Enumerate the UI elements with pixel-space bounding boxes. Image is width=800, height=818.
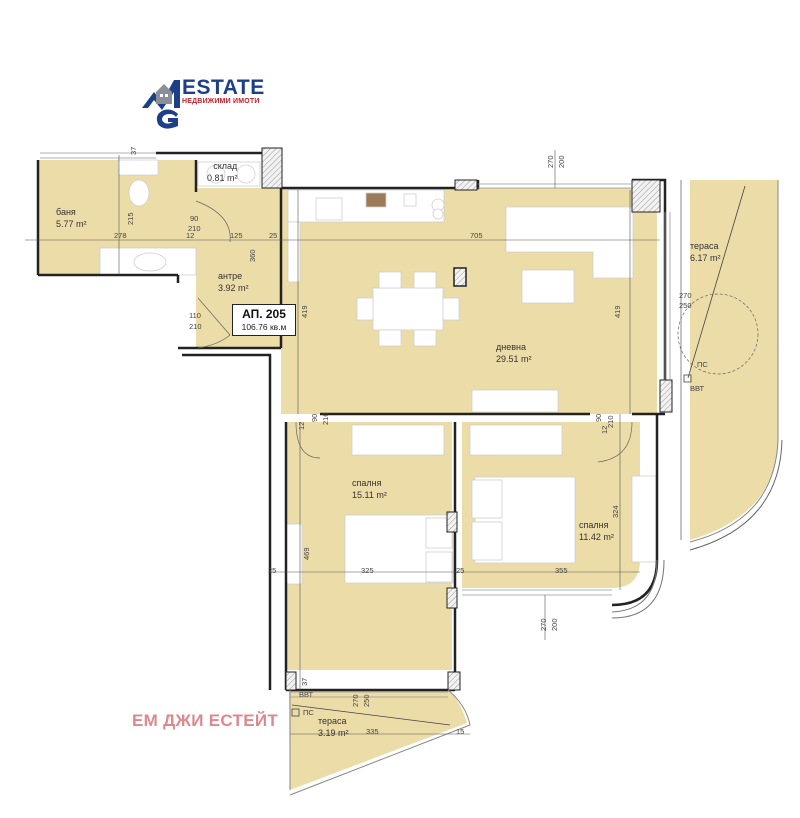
dim-window-bot-270: 270 — [539, 618, 548, 631]
pc-label-terrace-1: ПС — [697, 360, 708, 369]
terrace-walls — [289, 180, 783, 796]
logo-subtitle: НЕДВИЖИМИ ИМОТИ — [182, 98, 260, 105]
dim-bed2-width: 355 — [555, 566, 568, 575]
room-area: 5.77 m² — [56, 219, 87, 229]
vent-symbols — [291, 185, 746, 726]
room-name: склад — [213, 161, 238, 171]
logo-title: ESTATE — [182, 76, 265, 99]
watermark: ЕМ ДЖИ ЕСТЕЙТ — [132, 711, 279, 730]
dimension-lines — [25, 150, 660, 735]
room-label-living: дневна 29.51 m² — [496, 341, 532, 365]
dim-entry-door-h: 210 — [189, 322, 202, 331]
dim-bed1-door-h: 210 — [321, 412, 330, 425]
dim-bed1-depth: 469 — [302, 547, 311, 560]
wall-hatching — [261, 147, 673, 691]
dim-living-width: 705 — [470, 231, 483, 240]
dim-bottom-wall-37: 37 — [300, 677, 309, 686]
dim-terrace-door-270: 270 — [679, 291, 692, 300]
dim-bottom-terrace-270: 270 — [351, 694, 360, 707]
vvt-label-terrace-2: ВВТ — [299, 690, 314, 699]
dim-antre-length: 360 — [248, 249, 257, 262]
room-name: баня — [56, 207, 76, 217]
room-area: 29.51 m² — [496, 354, 532, 364]
dim-bottom-terrace-250: 250 — [362, 694, 371, 707]
room-area: 15.11 m² — [352, 490, 387, 500]
room-area: 0.81 m² — [207, 173, 238, 183]
dim-wall-25-b: 25 — [268, 566, 277, 575]
dim-living-depth-left: 419 — [300, 305, 309, 318]
dim-wall-12: 12 — [186, 231, 195, 240]
dim-bed2-depth: 324 — [611, 505, 620, 518]
room-area: 11.42 m² — [579, 532, 614, 542]
dim-wall-25-a: 25 — [269, 231, 278, 240]
apartment-total-area: 106.76 кв.м — [241, 322, 287, 332]
floor-fills — [38, 160, 778, 790]
company-logo: ESTATE НЕДВИЖИМИ ИМОТИ — [140, 74, 290, 130]
dim-bed1-width: 325 — [361, 566, 374, 575]
room-name: тераса — [318, 716, 347, 726]
room-name: антре — [218, 271, 243, 281]
room-label-bathroom: баня 5.77 m² — [56, 206, 87, 230]
room-area: 3.92 m² — [218, 283, 249, 293]
door-swings — [195, 200, 759, 463]
dim-wall-37-top: 37 — [129, 146, 138, 155]
room-name: спалня — [352, 478, 382, 488]
room-name: тераса — [690, 241, 719, 251]
room-label-terrace-1: тераса 6.17 m² — [690, 240, 721, 264]
dim-living-depth-right: 419 — [613, 305, 622, 318]
dim-bath-depth: 215 — [126, 212, 135, 225]
dim-bed1-door-w: 90 — [310, 413, 319, 422]
room-area: 6.17 m² — [690, 253, 721, 263]
apartment-label: АП. 205 106.76 кв.м — [232, 304, 296, 336]
room-label-storage: склад 0.81 m² — [207, 160, 238, 184]
mg-logo-icon — [142, 80, 180, 129]
room-name: спалня — [579, 520, 609, 530]
apartment-number: АП. 205 — [242, 307, 286, 321]
vvt-label-terrace-1: ВВТ — [690, 384, 705, 393]
dim-door-bath-w: 90 — [190, 214, 199, 223]
dim-bed2-door-w: 90 — [594, 413, 603, 422]
dim-terrace-door-250: 250 — [679, 301, 692, 310]
room-label-antre: антре 3.92 m² — [218, 270, 249, 294]
dim-bath-width: 278 — [114, 231, 127, 240]
dim-window-top-200: 200 — [557, 155, 566, 168]
dim-window-top-270: 270 — [546, 155, 555, 168]
room-area: 3.19 m² — [318, 728, 349, 738]
dim-bottom-wall-15: 15 — [456, 727, 465, 736]
dim-entry-door-w: 110 — [189, 311, 201, 320]
room-label-bedroom-2: спалня 11.42 m² — [579, 519, 614, 543]
room-label-terrace-2: тераса 3.19 m² — [318, 715, 349, 739]
dim-bed2-wall-12: 12 — [600, 425, 609, 434]
pc-label-terrace-2: ПС — [303, 708, 314, 717]
dim-door-bath-h: 210 — [188, 224, 201, 233]
dim-antre-width: 125 — [230, 231, 243, 240]
dim-wall-25-c: 25 — [456, 566, 465, 575]
dim-window-bot-200: 200 — [550, 618, 559, 631]
dim-bed1-wall-12: 12 — [297, 421, 306, 430]
room-label-bedroom-1: спалня 15.11 m² — [352, 477, 387, 501]
room-name: дневна — [496, 342, 526, 352]
dim-bottom-terrace-length: 335 — [366, 727, 379, 736]
